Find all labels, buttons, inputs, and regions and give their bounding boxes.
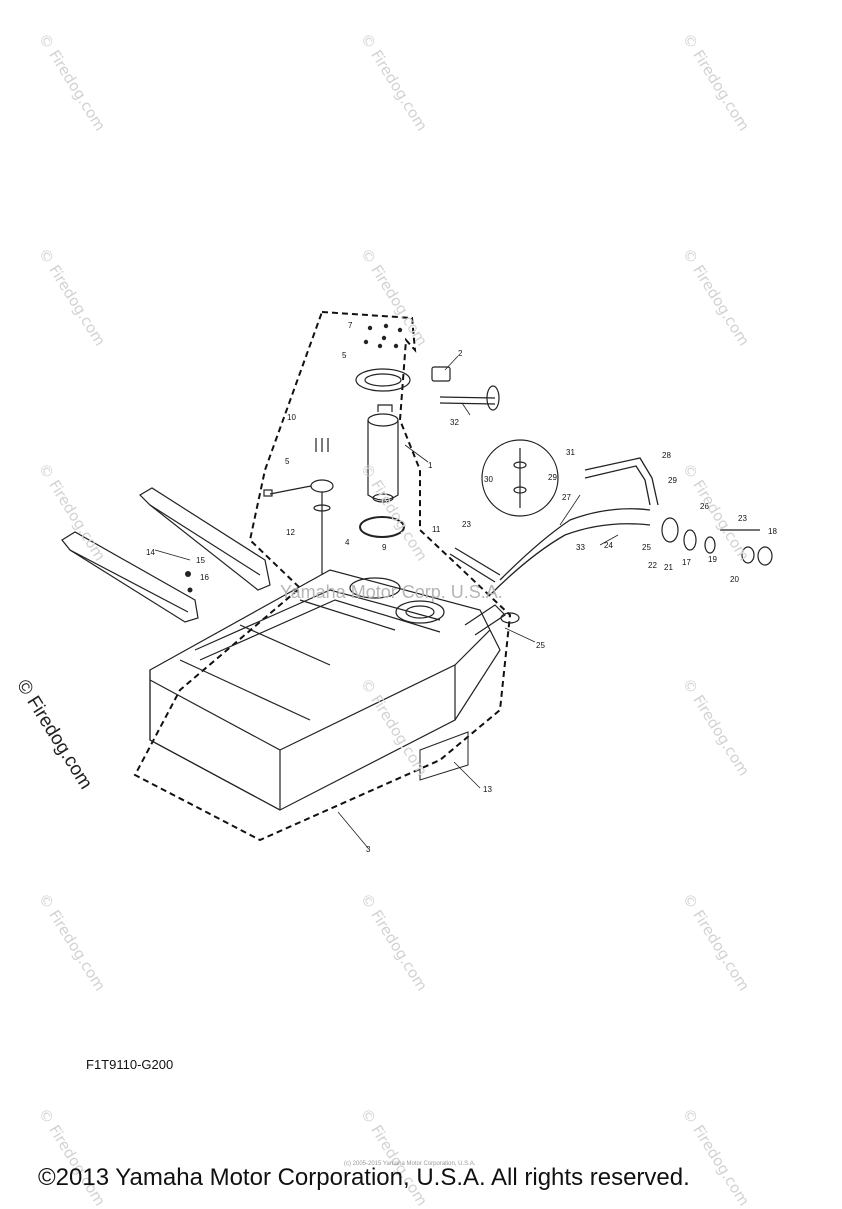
part-label: 24: [604, 541, 613, 550]
bracket-bolt: [185, 571, 193, 593]
part-label: 25: [642, 543, 651, 552]
part-label: 27: [562, 493, 571, 502]
part-label: 19: [708, 555, 717, 564]
flange-screws: [363, 323, 403, 349]
tiny-notice: (c) 2005-2015 Yamaha Motor Corporation, …: [344, 1161, 476, 1167]
tank-brackets: [61, 487, 271, 623]
part-label: 11: [432, 525, 441, 534]
part-label: 10: [287, 413, 296, 422]
part-label: 1: [428, 461, 433, 470]
part-label: 7: [348, 321, 353, 330]
part-label: 17: [682, 558, 691, 567]
filler-neck-parts: [661, 517, 773, 566]
vent-fitting: [431, 366, 500, 411]
part-label: 4: [345, 538, 350, 547]
part-label: 14: [146, 548, 155, 557]
diagram-code: F1T9110-G200: [86, 1057, 174, 1072]
part-label: 22: [648, 561, 657, 570]
part-label: 28: [662, 451, 671, 460]
warning-label-plate: [419, 731, 469, 781]
detail-inset: [481, 439, 559, 517]
part-label: 29: [548, 473, 557, 482]
part-label: 26: [700, 502, 709, 511]
part-label: 25: [536, 641, 545, 650]
part-label: 15: [196, 556, 205, 565]
part-label: 3: [366, 845, 371, 854]
part-label: 18: [768, 527, 777, 536]
fuel-tank: [149, 569, 520, 811]
part-label: 20: [730, 575, 739, 584]
filler-pipe: [449, 457, 659, 596]
part-label: 2: [458, 349, 463, 358]
pump-flange-ring: [355, 368, 411, 392]
part-label: 21: [664, 563, 673, 572]
assembly-dashed-outline: [133, 310, 512, 842]
part-label: 5: [285, 457, 290, 466]
part-label: 13: [483, 785, 492, 794]
part-label: 32: [450, 418, 459, 427]
part-label: 12: [286, 528, 295, 537]
part-label: 23: [462, 520, 471, 529]
center-watermark: Yamaha Motor Corp. U.S.A.: [280, 582, 503, 602]
gasket-ring: [359, 516, 405, 538]
copyright-notice: ©2013 Yamaha Motor Corporation, U.S.A. A…: [38, 1164, 690, 1191]
leader-lines: [154, 355, 619, 849]
fuel-sender-unit: [263, 479, 334, 575]
part-label: 29: [668, 476, 677, 485]
part-label: 5: [342, 351, 347, 360]
sender-screws: [315, 438, 329, 452]
part-label: 16: [200, 573, 209, 582]
part-label: 30: [484, 475, 493, 484]
part-number-labels: 1 2 3 4 5 5 7 9 10 11 12 13 14 15 16 17 …: [146, 321, 777, 854]
part-label: 31: [566, 448, 575, 457]
part-label: 23: [738, 514, 747, 523]
part-label: 9: [382, 543, 387, 552]
part-label: 33: [576, 543, 585, 552]
fuel-pump: [367, 404, 399, 503]
